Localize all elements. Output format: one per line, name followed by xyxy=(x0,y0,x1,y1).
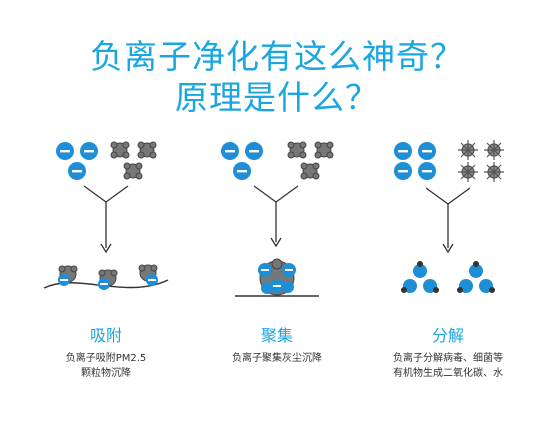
ion-icon xyxy=(221,142,239,160)
ion-attached-particle-icon xyxy=(58,265,78,286)
panel-title: 吸附 xyxy=(89,326,122,345)
panel-description: 负离子吸附PM2.5 颗粒物沉降 xyxy=(65,353,147,379)
ion-icon xyxy=(394,142,412,160)
dust-particle-icon xyxy=(287,141,307,159)
ion-attached-particle-icon xyxy=(138,264,158,286)
merge-arrow xyxy=(425,187,471,248)
virus-icon xyxy=(484,162,504,182)
aggregated-cluster-icon xyxy=(258,258,296,296)
panel-decomposition: 分解 负离子分解病毒、细菌等 有机物生成二氧化碳、水 xyxy=(378,130,518,380)
carbon-dioxide-icon xyxy=(457,261,495,293)
ion-icon xyxy=(233,162,251,180)
adsorption-diagram xyxy=(43,141,169,290)
arrow-head xyxy=(270,237,282,248)
panel-aggregation: 聚集 负离子聚集灰尘沉降 xyxy=(207,130,347,380)
decomposition-diagram xyxy=(394,140,504,293)
ion-icon xyxy=(418,162,436,180)
panel-description: 负离子分解病毒、细菌等 有机物生成二氧化碳、水 xyxy=(393,353,503,379)
ion-icon xyxy=(394,162,412,180)
merge-arrow xyxy=(83,185,129,248)
virus-icon xyxy=(484,140,504,160)
headline-line-1: 负离子净化有这么神奇？ xyxy=(90,37,464,76)
dust-particle-icon xyxy=(314,141,334,159)
virus-icon xyxy=(458,140,478,160)
panel-title: 分解 xyxy=(431,326,464,345)
panel-title: 聚集 xyxy=(260,326,293,345)
arrow-head xyxy=(100,243,112,254)
ion-attached-particle-icon xyxy=(98,269,118,290)
ion-icon xyxy=(418,142,436,160)
ion-icon xyxy=(80,142,98,160)
dust-particle-icon xyxy=(123,162,143,180)
ion-icon xyxy=(68,162,86,180)
dust-particle-icon xyxy=(110,141,130,159)
panel-description: 负离子聚集灰尘沉降 xyxy=(232,353,322,364)
aggregation-diagram xyxy=(221,141,334,297)
headline-line-2: 原理是什么？ xyxy=(175,78,379,117)
arrow-head xyxy=(442,243,454,254)
virus-icon xyxy=(458,162,478,182)
merge-arrow xyxy=(253,185,299,242)
ion-icon xyxy=(56,142,74,160)
ion-icon xyxy=(245,142,263,160)
water-molecule-icon xyxy=(401,261,439,293)
dust-particle-icon xyxy=(137,141,157,159)
dust-particle-icon xyxy=(300,162,320,180)
panel-adsorption: 吸附 负离子吸附PM2.5 颗粒物沉降 xyxy=(36,130,176,380)
